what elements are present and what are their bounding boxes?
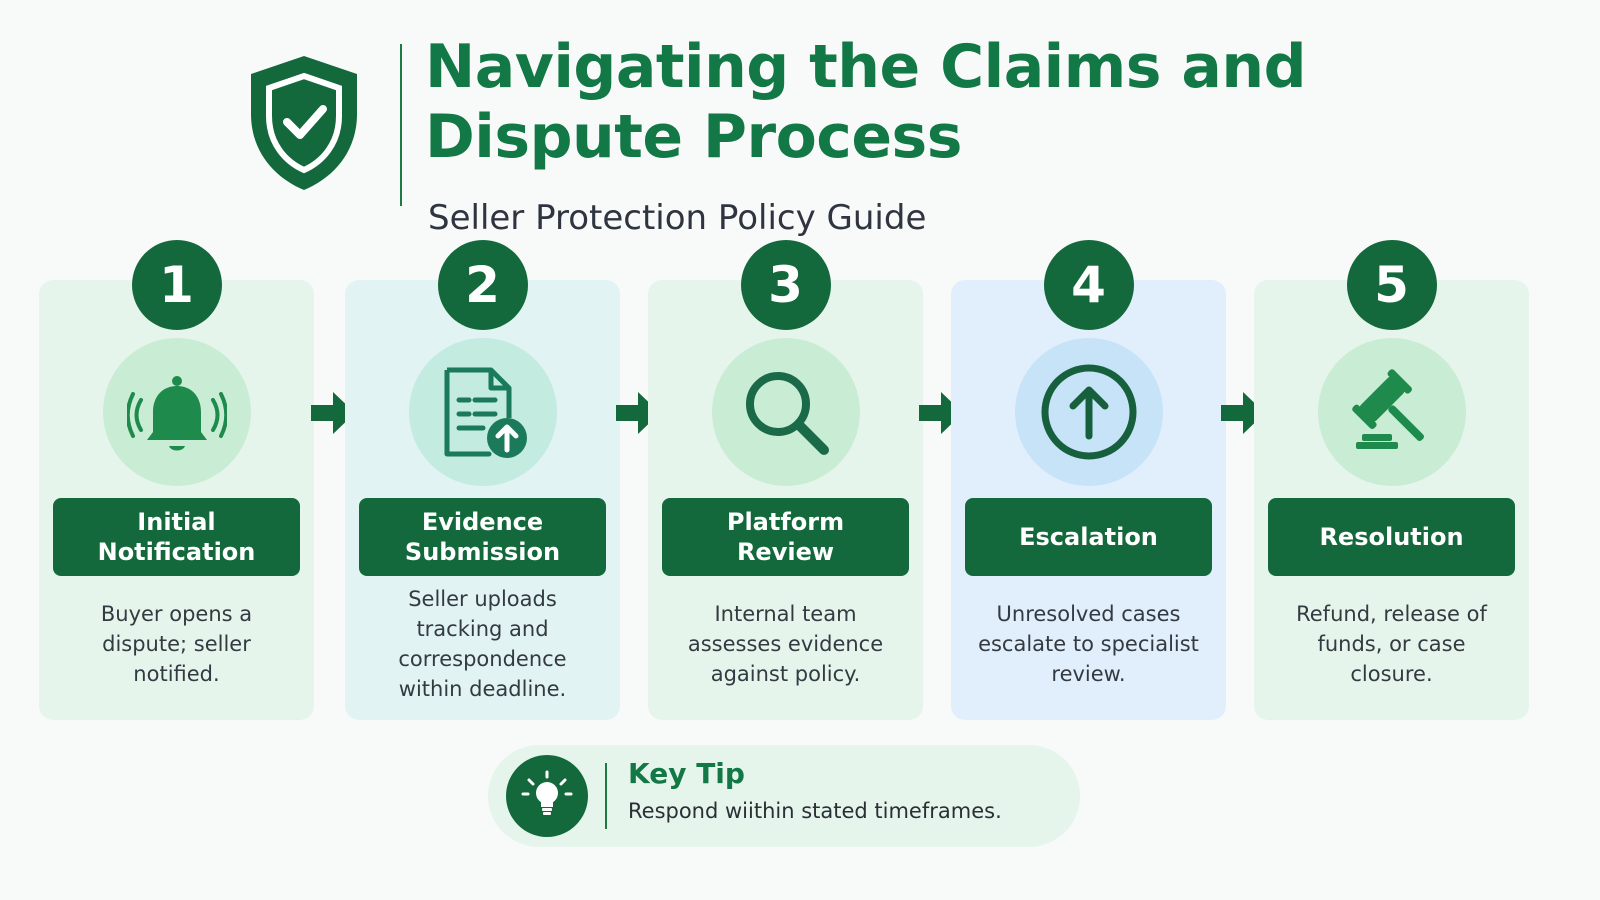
tip-text: Respond wiithin stated timeframes.: [628, 799, 1002, 823]
step-icon-circle: [711, 338, 860, 486]
lightbulb-icon-circle: [506, 755, 588, 837]
step-card-evidence-submission: 2 Evidence Submission Seller uploads tra…: [345, 240, 620, 720]
step-card-platform-review: 3 Platform Review Internal team assesses…: [648, 240, 923, 720]
document-upload-icon: [444, 367, 527, 458]
step-number: 2: [437, 240, 528, 330]
key-tip-box: Key Tip Respond wiithin stated timeframe…: [488, 745, 1080, 847]
step-icon-circle: [102, 338, 251, 486]
step-number: 3: [740, 240, 831, 330]
gavel-icon: [1351, 369, 1424, 449]
step-title: Evidence Submission: [359, 498, 606, 576]
step-description: Seller uploads tracking and corresponden…: [398, 587, 567, 701]
arrow-right-icon: [311, 392, 355, 434]
page-title: Navigating the Claims and Dispute Proces…: [425, 32, 1307, 172]
step-card-initial-notification: 1 Initial Notification Buyer opens a dis…: [39, 240, 314, 720]
step-card-resolution: 5 Resolution Refund, release of funds, o…: [1254, 240, 1529, 720]
step-number: 5: [1346, 240, 1437, 330]
step-title: Platform Review: [662, 498, 909, 576]
lightbulb-icon: [521, 770, 573, 815]
step-description: Refund, release of funds, or case closur…: [1296, 602, 1487, 686]
tip-title: Key Tip: [628, 757, 745, 790]
step-description: Unresolved cases escalate to specialist …: [978, 602, 1199, 686]
step-description: Internal team assesses evidence against …: [687, 602, 884, 686]
step-title: Escalation: [965, 498, 1212, 576]
step-number: 1: [131, 240, 222, 330]
step-number: 4: [1043, 240, 1134, 330]
shield-check-icon: [251, 56, 357, 190]
step-icon-circle: [408, 338, 557, 486]
magnifier-icon: [745, 372, 829, 455]
bell-icon: [126, 376, 227, 451]
tip-divider: [605, 763, 607, 829]
step-title: Initial Notification: [53, 498, 300, 576]
step-description: Buyer opens a dispute; seller notified.: [100, 602, 253, 686]
step-title: Resolution: [1268, 498, 1515, 576]
step-card-escalation: 4 Escalation Unresolved cases escalate t…: [951, 240, 1226, 720]
step-icon-circle: [1014, 338, 1163, 486]
step-icon-circle: [1317, 338, 1466, 486]
page-subtitle: Seller Protection Policy Guide: [428, 198, 927, 238]
arrow-up-circle-icon: [1041, 364, 1136, 460]
header-divider: [400, 44, 402, 206]
